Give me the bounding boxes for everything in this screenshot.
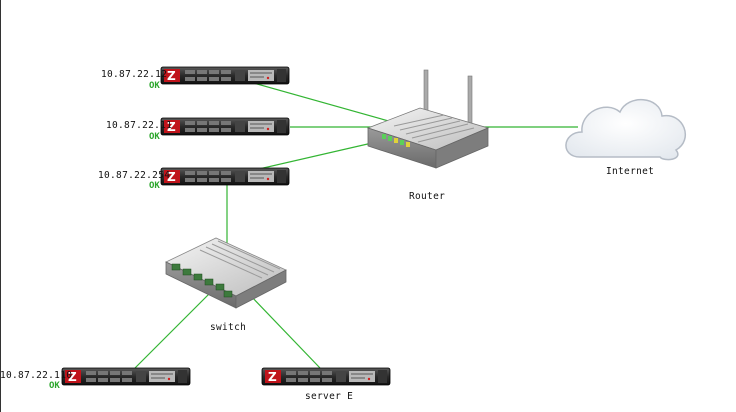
switch-label: switch xyxy=(210,322,247,333)
server-s3[interactable] xyxy=(160,167,290,186)
server-e-label: server E xyxy=(305,391,354,402)
link-switch-s5 xyxy=(247,292,321,369)
link-switch-s4 xyxy=(134,292,211,369)
link-s3-router xyxy=(249,142,373,172)
canvas-border xyxy=(0,0,1,412)
server-s2[interactable] xyxy=(160,117,290,136)
ip-label-s3: 10.87.22.254 xyxy=(98,170,171,181)
status-ok-s4: OK xyxy=(49,381,60,391)
ip-label-s4: 10.87.22.110 xyxy=(0,370,73,381)
server-s4[interactable] xyxy=(61,367,191,386)
server-s1[interactable] xyxy=(160,66,290,85)
status-ok-s1: OK xyxy=(149,81,160,91)
ip-label-s1: 10.87.22.12 xyxy=(101,69,168,80)
server-s5[interactable] xyxy=(261,367,391,386)
status-ok-s2: OK xyxy=(149,132,160,142)
status-ok-s3: OK xyxy=(149,181,160,191)
router-label: Router xyxy=(409,191,446,202)
internet-cloud-icon[interactable] xyxy=(565,98,687,161)
ip-label-s2: 10.87.22.11 xyxy=(106,120,173,131)
internet-label: Internet xyxy=(606,166,655,177)
switch-device[interactable] xyxy=(165,237,287,309)
link-s1-router xyxy=(249,81,393,123)
router-device[interactable] xyxy=(366,69,490,169)
